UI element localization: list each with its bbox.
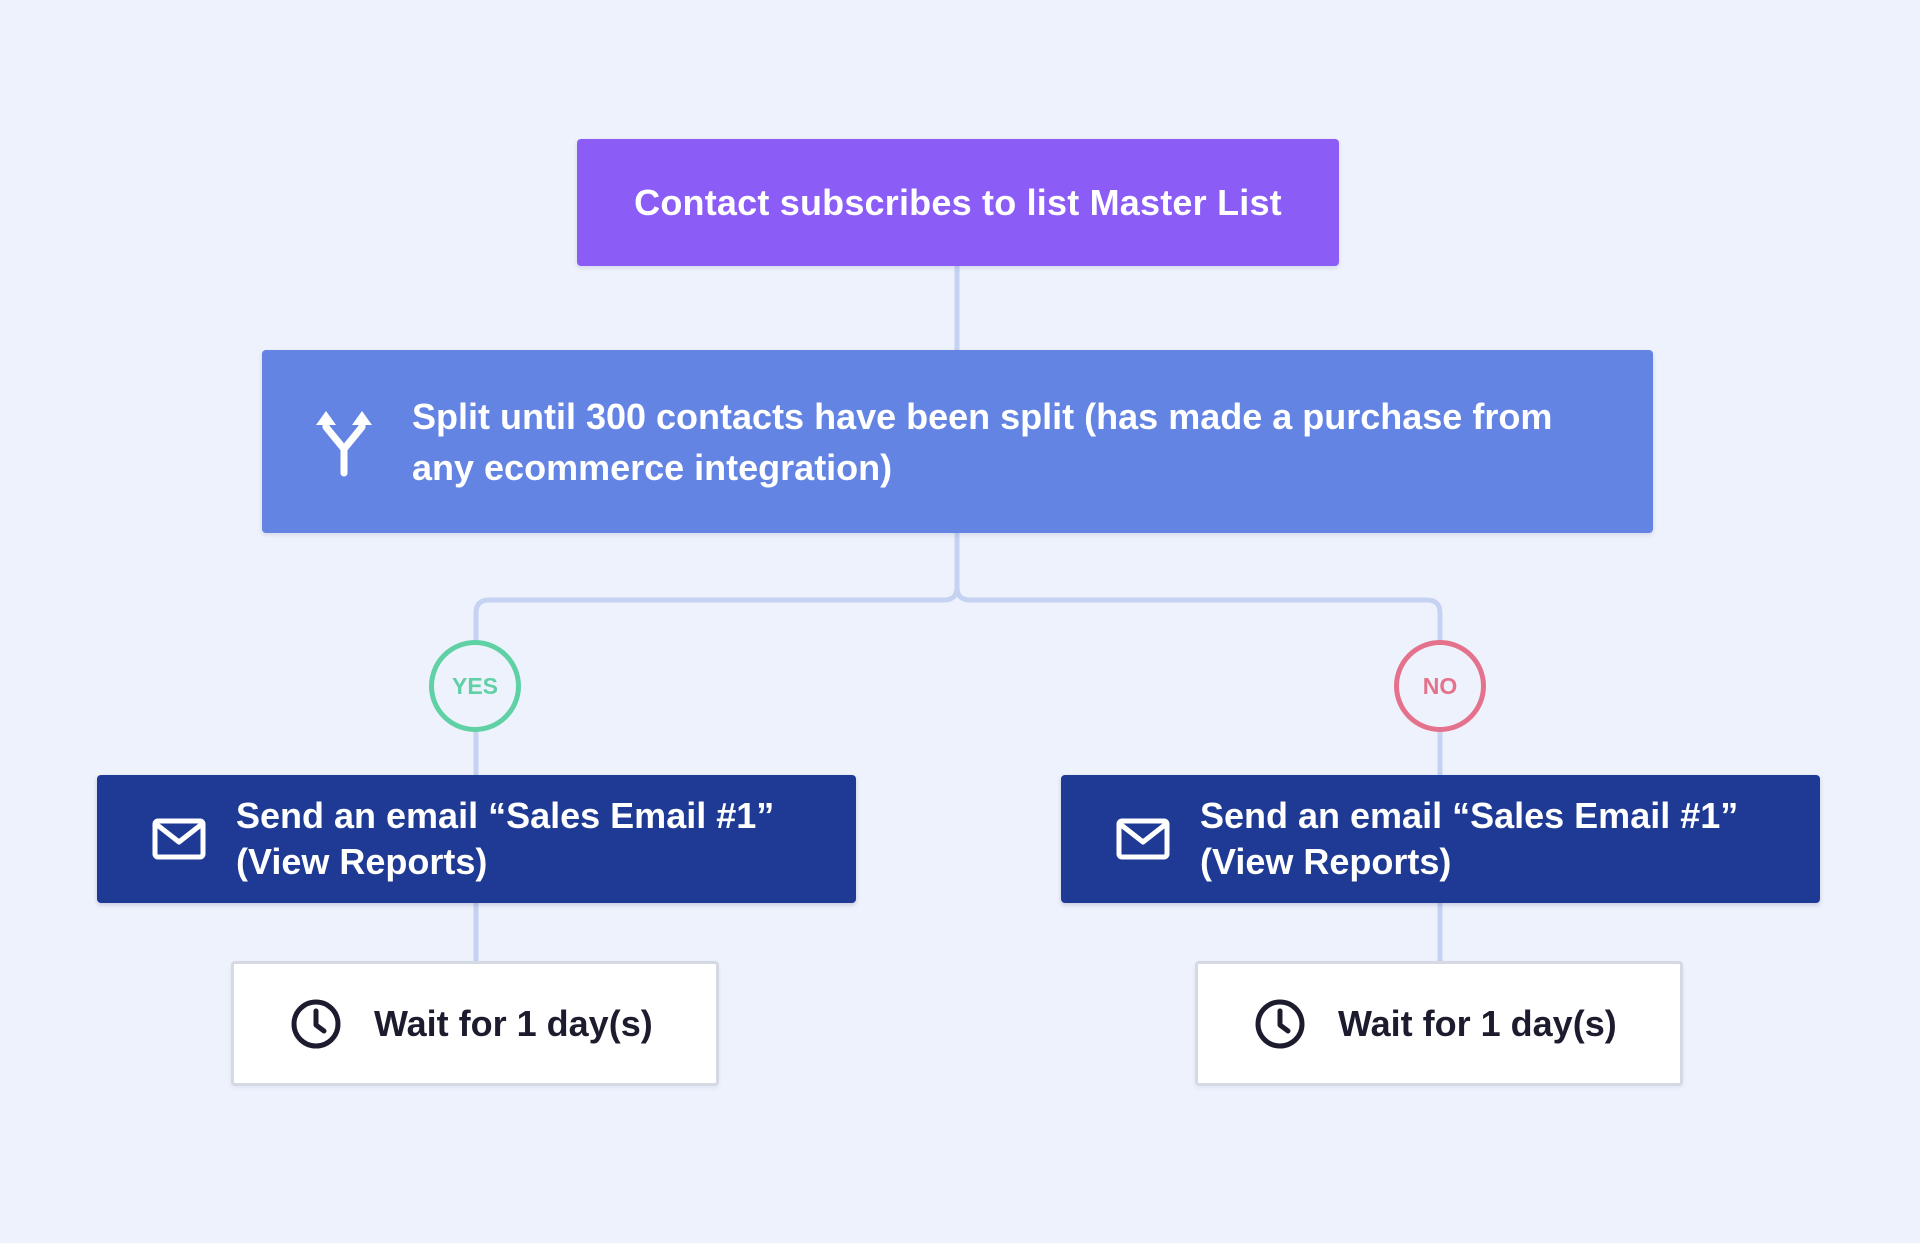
no-send-email-node[interactable]: Send an email “Sales Email #1” (View Rep…	[1061, 775, 1820, 903]
yes-wait-node[interactable]: Wait for 1 day(s)	[231, 961, 719, 1086]
wait-label: Wait for 1 day(s)	[1338, 1002, 1617, 1044]
connector-split-fork	[473, 530, 1443, 643]
split-label: Split until 300 contacts have been split…	[412, 395, 1553, 488]
no-branch-badge: NO	[1394, 640, 1486, 732]
envelope-icon	[152, 818, 206, 860]
no-wait-node[interactable]: Wait for 1 day(s)	[1195, 961, 1683, 1086]
yes-branch-badge: YES	[429, 640, 521, 732]
yes-send-email-node[interactable]: Send an email “Sales Email #1” (View Rep…	[97, 775, 856, 903]
send-email-label: Send an email “Sales Email #1” (View Rep…	[1200, 795, 1739, 882]
envelope-icon	[1116, 818, 1170, 860]
split-node[interactable]: Split until 300 contacts have been split…	[262, 350, 1653, 533]
clock-icon	[1254, 998, 1306, 1050]
split-arrow-icon	[314, 405, 374, 479]
send-email-label: Send an email “Sales Email #1” (View Rep…	[236, 795, 775, 882]
clock-icon	[290, 998, 342, 1050]
wait-label: Wait for 1 day(s)	[374, 1002, 653, 1044]
trigger-node[interactable]: Contact subscribes to list Master List	[577, 139, 1339, 266]
trigger-label: Contact subscribes to list Master List	[634, 181, 1282, 223]
